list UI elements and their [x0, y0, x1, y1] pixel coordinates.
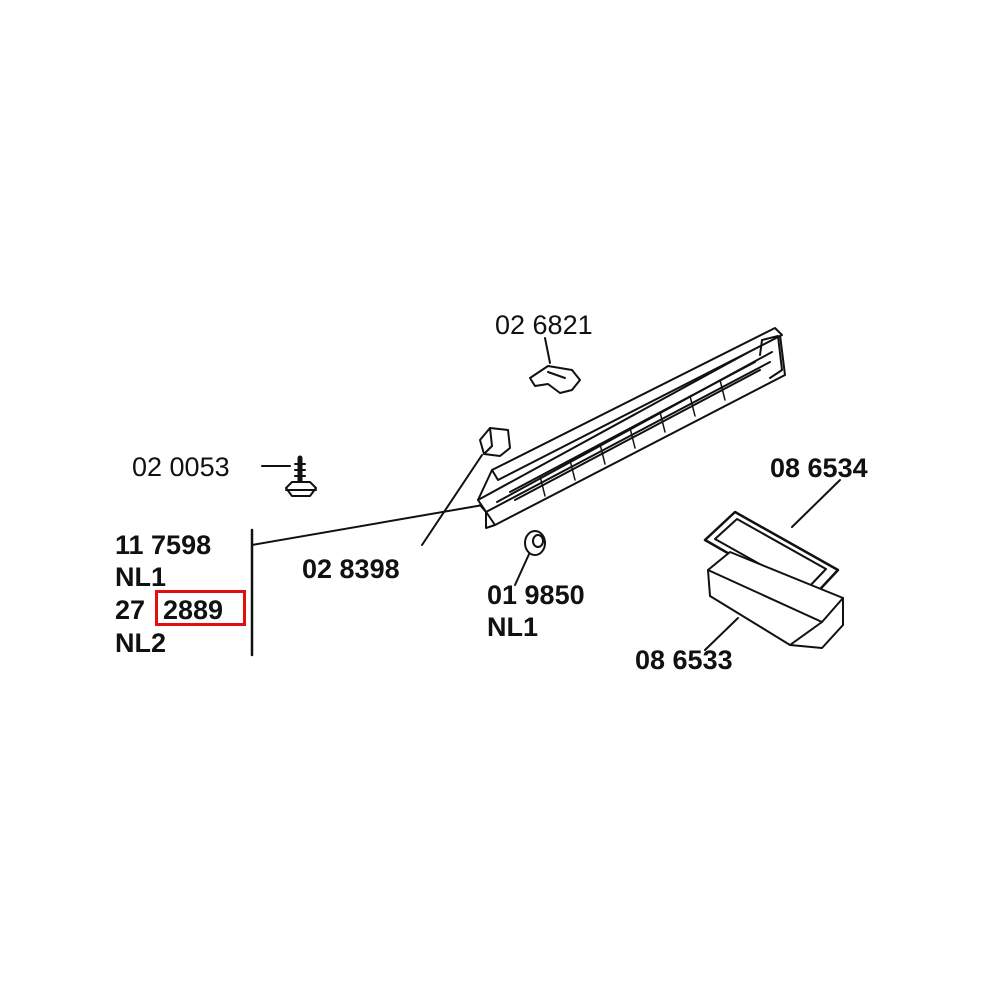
part-label-117598: 11 7598	[115, 530, 212, 560]
part-label-2889: 2889	[163, 595, 224, 625]
screw-part	[285, 455, 317, 497]
leader-117598	[251, 504, 484, 546]
tray-part	[707, 551, 844, 649]
rail-part	[477, 327, 786, 529]
clip-part	[529, 365, 581, 394]
part-label-026821: 02 6821	[495, 310, 593, 340]
part-label-020053: 02 0053	[132, 452, 230, 482]
leader-026821	[544, 337, 551, 364]
variant-label-nl1: NL1	[115, 562, 167, 592]
leader-086533	[704, 617, 739, 651]
cap-part	[479, 427, 511, 457]
part-label-086534: 08 6534	[770, 453, 868, 483]
highlight-box	[155, 590, 246, 626]
grommet-part	[524, 530, 546, 556]
part-label-028398: 02 8398	[302, 554, 400, 584]
variant-label-nl2: NL2	[115, 628, 167, 658]
variant-label-nl1-mid: NL1	[487, 612, 539, 642]
leader-019850	[514, 551, 531, 586]
part-label-019850: 01 9850	[487, 580, 585, 610]
leader-086534	[791, 479, 841, 528]
part-label-27-prefix: 27	[115, 595, 146, 625]
leader-028398	[421, 454, 483, 546]
part-label-086533: 08 6533	[635, 645, 733, 675]
